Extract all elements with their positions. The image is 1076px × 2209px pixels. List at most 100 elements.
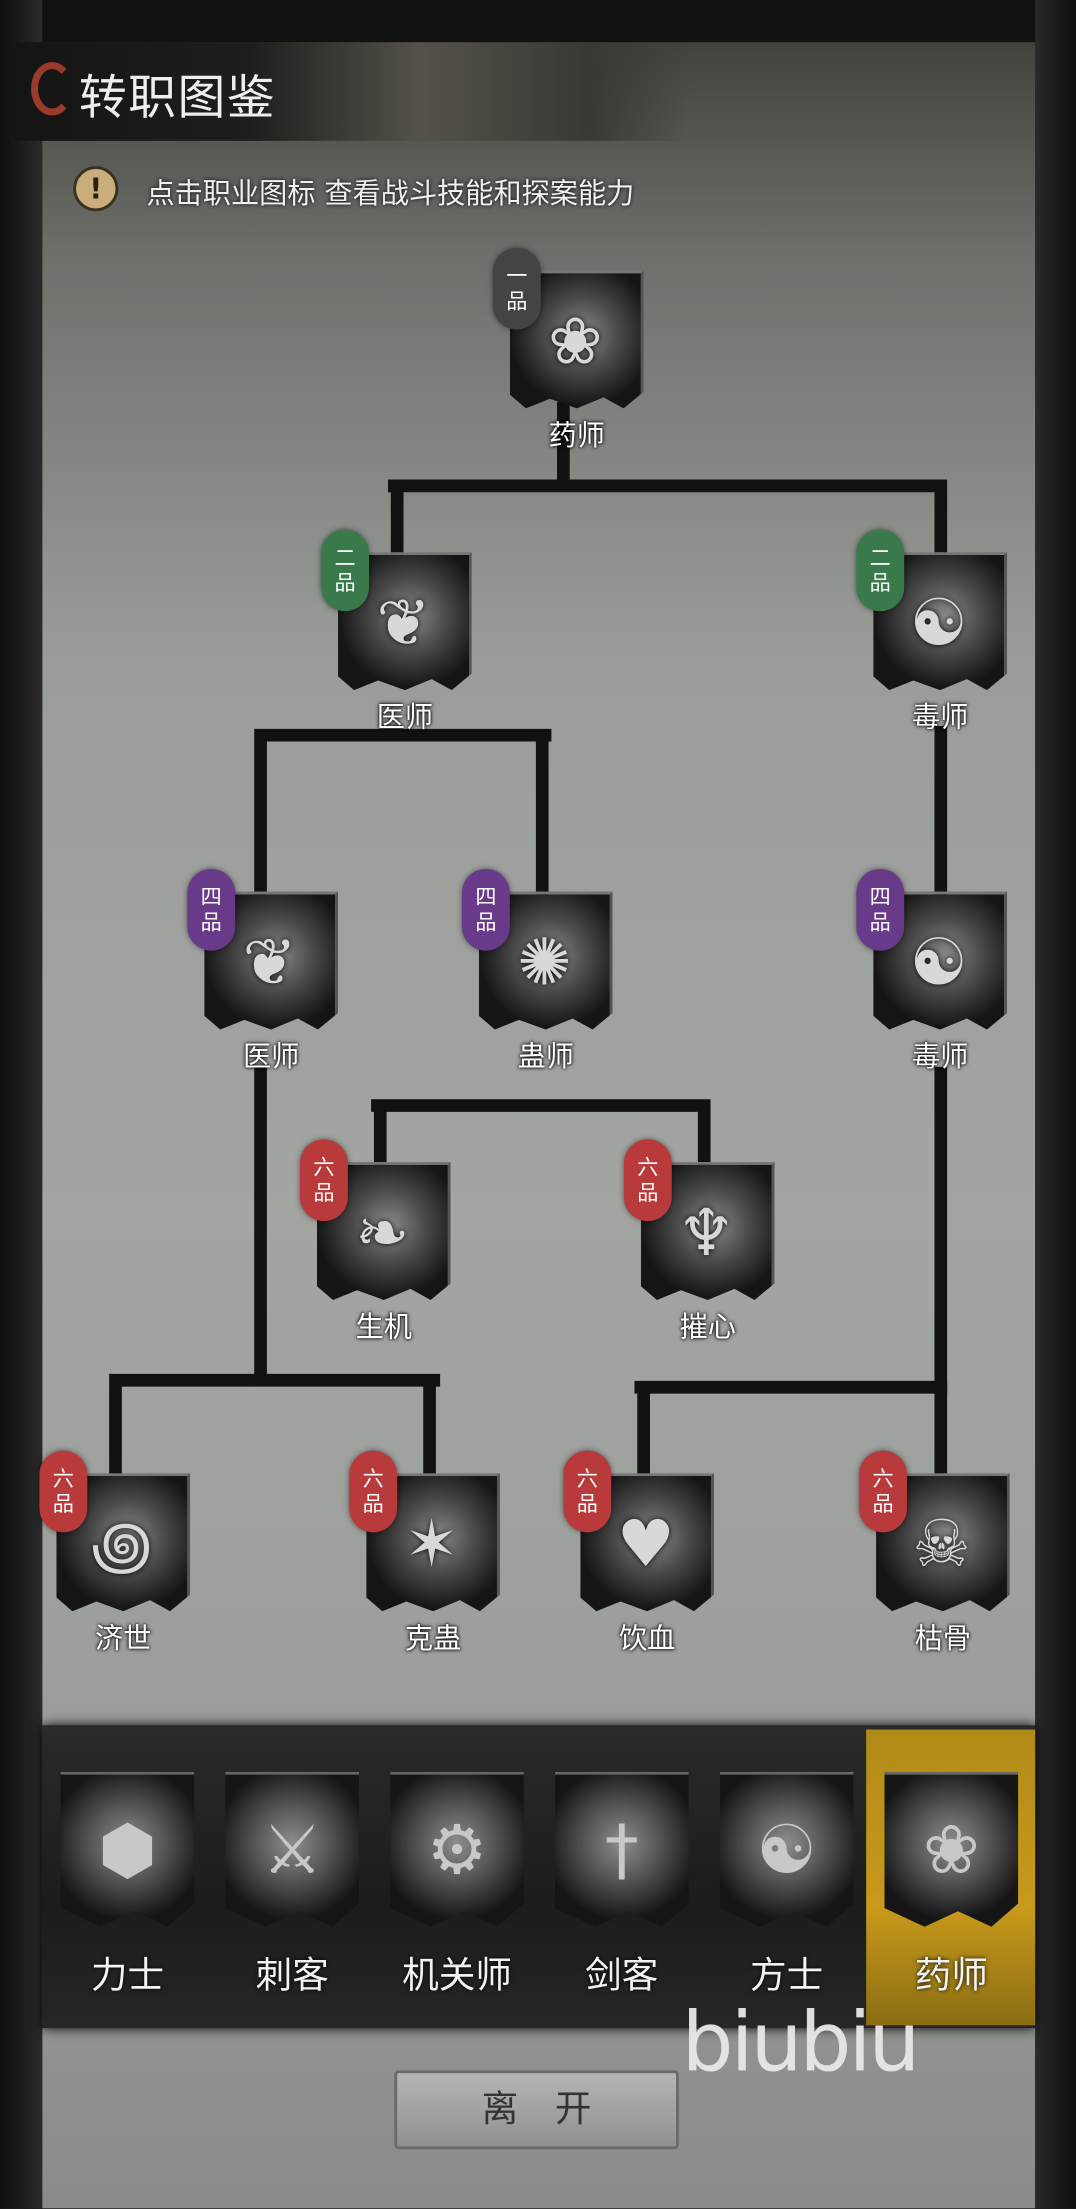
class-name: 药师: [914, 1954, 988, 1998]
class-emblem-icon: ⚔: [261, 1811, 323, 1891]
class-tab[interactable]: ⚙ 机关师: [390, 1771, 524, 1997]
rank-unit: 品: [872, 1491, 894, 1517]
job-emblem-icon: ☯: [909, 584, 968, 661]
connector: [371, 1099, 711, 1176]
top-bar: [0, 0, 1076, 43]
job-name: 克蛊: [404, 1621, 462, 1655]
header-banner: [14, 42, 691, 141]
class-emblem-icon: ❀: [923, 1811, 980, 1891]
class-tab[interactable]: ☯ 方士: [719, 1771, 854, 1997]
job-icon-frame[interactable]: ✺: [478, 891, 613, 1030]
class-icon-frame[interactable]: ⬢: [60, 1771, 195, 1927]
job-node[interactable]: ꩜ 六品 济世: [39, 1450, 191, 1655]
class-icon-frame[interactable]: ⚙: [390, 1771, 524, 1927]
job-icon-frame[interactable]: ✶: [366, 1473, 500, 1612]
rank-badge: 四品: [187, 868, 236, 951]
job-emblem-icon: ♥: [616, 1505, 675, 1582]
hint-text: 点击职业图标 查看战斗技能和探案能力: [146, 176, 635, 210]
rank-number: 六: [637, 1154, 659, 1181]
job-emblem-icon: ❦: [376, 584, 431, 661]
job-node[interactable]: ❦ 四品 医师: [187, 868, 339, 1073]
job-name: 生机: [355, 1309, 412, 1344]
rank-unit: 品: [313, 1180, 335, 1206]
rank-unit: 品: [869, 909, 891, 936]
class-tab[interactable]: ⚔ 刺客: [225, 1771, 360, 1997]
job-node[interactable]: ❧ 六品 生机: [299, 1139, 451, 1344]
class-name: 刺客: [255, 1954, 329, 1998]
class-emblem-icon: ☯: [756, 1811, 817, 1891]
job-emblem-icon: ❦: [242, 923, 297, 1000]
job-node[interactable]: ♆ 六品 摧心: [623, 1139, 775, 1344]
job-node[interactable]: ☯ 二品 毒师: [856, 529, 1008, 734]
rank-number: 六: [576, 1466, 598, 1492]
rank-unit: 品: [869, 570, 891, 596]
job-name: 济世: [95, 1621, 152, 1655]
leave-button[interactable]: 离开: [394, 2070, 679, 2150]
job-node[interactable]: ❀ 一品 药师: [492, 247, 644, 452]
rank-unit: 品: [334, 570, 356, 596]
class-icon-frame[interactable]: ☯: [719, 1771, 854, 1927]
job-name: 蛊师: [517, 1039, 574, 1074]
rank-number: 四: [869, 884, 891, 910]
page-title: 转职图鉴: [78, 70, 277, 127]
job-name: 枯骨: [914, 1621, 972, 1655]
rank-unit: 品: [475, 909, 497, 936]
job-emblem-icon: ❧: [355, 1194, 410, 1271]
class-name: 方士: [749, 1954, 824, 1998]
job-node[interactable]: ☯ 四品 毒师: [856, 868, 1008, 1073]
rank-badge: 六品: [623, 1139, 672, 1222]
rank-number: 六: [872, 1466, 894, 1492]
job-emblem-icon: ❀: [548, 302, 603, 379]
class-emblem-icon: ⚙: [426, 1811, 488, 1891]
job-node[interactable]: ☠ 六品 枯骨: [859, 1450, 1010, 1655]
job-name: 医师: [242, 1039, 300, 1074]
job-node[interactable]: ✶ 六品 克蛊: [349, 1450, 500, 1655]
rank-badge: 一品: [492, 247, 541, 330]
job-node[interactable]: ♥ 六品 饮血: [563, 1450, 715, 1655]
job-icon-frame[interactable]: ☠: [876, 1473, 1010, 1612]
job-emblem-icon: ☯: [909, 923, 968, 1000]
rank-number: 二: [869, 545, 891, 571]
job-emblem-icon: ☠: [912, 1505, 971, 1582]
rank-number: 一: [506, 263, 528, 289]
job-name: 毒师: [911, 699, 969, 734]
class-tab[interactable]: ⬢ 力士: [60, 1771, 195, 1997]
class-icon-frame[interactable]: ❀: [884, 1771, 1019, 1927]
job-node[interactable]: ❦ 二品 医师: [321, 529, 472, 734]
rank-badge: 六品: [39, 1450, 88, 1533]
rank-unit: 品: [52, 1491, 74, 1517]
class-emblem-icon: †: [604, 1811, 639, 1891]
class-tab[interactable]: ❀ 药师: [884, 1771, 1019, 1997]
rank-number: 六: [52, 1466, 74, 1492]
job-name: 医师: [376, 699, 434, 734]
job-name: 饮血: [618, 1621, 676, 1655]
rank-number: 六: [313, 1154, 335, 1181]
job-node[interactable]: ✺ 四品 蛊师: [461, 868, 613, 1073]
rank-unit: 品: [506, 288, 528, 315]
rank-unit: 品: [637, 1180, 659, 1206]
rank-badge: 四品: [461, 868, 510, 951]
right-border: [1035, 0, 1076, 2209]
rank-unit: 品: [362, 1491, 384, 1517]
class-icon-frame[interactable]: ⚔: [225, 1771, 360, 1927]
info-icon: !: [73, 166, 119, 212]
connector: [634, 1380, 948, 1479]
job-emblem-icon: ✶: [404, 1505, 459, 1582]
class-name: 力士: [90, 1954, 165, 1998]
job-icon-frame[interactable]: ꩜: [56, 1473, 191, 1612]
rank-badge: 六品: [563, 1450, 612, 1533]
job-icon-frame[interactable]: ☯: [873, 891, 1008, 1030]
rank-number: 六: [362, 1466, 384, 1492]
class-name: 机关师: [402, 1954, 512, 1998]
left-border: [0, 0, 43, 2209]
rank-badge: 二品: [856, 529, 905, 612]
rank-badge: 六品: [299, 1139, 348, 1222]
class-icon-frame[interactable]: †: [554, 1771, 689, 1927]
rank-number: 四: [200, 884, 222, 910]
job-name: 药师: [548, 418, 605, 453]
connector: [109, 1066, 441, 1479]
rank-number: 二: [334, 545, 356, 571]
rank-badge: 六品: [349, 1450, 398, 1533]
class-tab[interactable]: † 剑客: [554, 1771, 689, 1997]
